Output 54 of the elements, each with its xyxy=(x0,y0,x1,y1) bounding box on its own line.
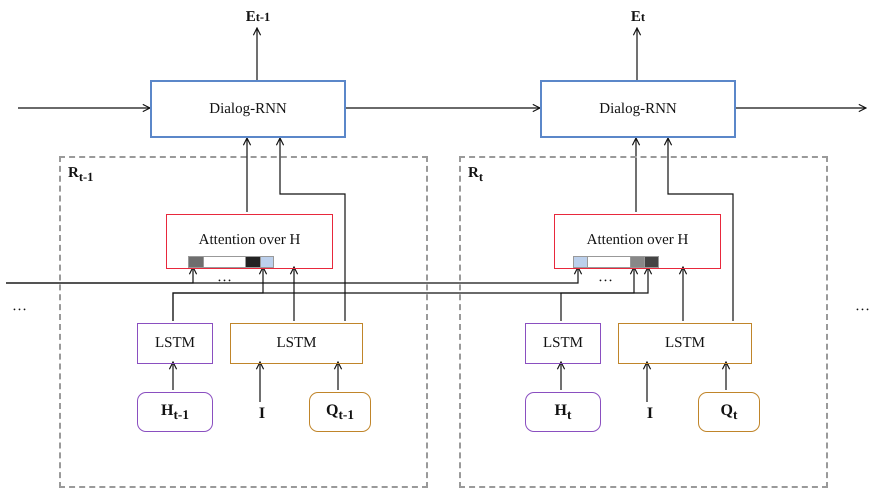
arrow xyxy=(172,266,652,321)
lstm-box xyxy=(525,323,601,364)
box-label: Dialog-RNN xyxy=(209,100,287,118)
lstm-box xyxy=(137,323,213,364)
input-label: Q$_{t-1}$ xyxy=(326,402,354,422)
input-box xyxy=(698,392,760,432)
arrow xyxy=(346,104,541,112)
arrow xyxy=(290,266,298,321)
arrow xyxy=(168,361,178,390)
arrow xyxy=(560,266,638,321)
group-label: R$_{t}$ xyxy=(468,165,484,185)
arrow xyxy=(632,137,640,212)
arrow xyxy=(722,361,730,390)
input-label: H$_{t}$ xyxy=(554,402,572,422)
arrow xyxy=(678,266,688,321)
box-label: Dialog-RNN xyxy=(599,100,677,118)
input-label: I xyxy=(252,404,272,424)
arrow xyxy=(642,361,652,402)
arrow xyxy=(18,104,151,112)
dialog-rnn-box xyxy=(150,80,346,138)
box-label: Attention over H xyxy=(586,232,688,248)
box-label: LSTM xyxy=(542,335,583,352)
arrow xyxy=(256,361,264,402)
arrow xyxy=(556,361,566,390)
ellipsis-label: … xyxy=(855,299,870,314)
attention-box xyxy=(554,214,721,269)
dialog-rnn-box xyxy=(540,80,736,138)
lstm-box xyxy=(230,323,363,364)
arrow xyxy=(664,137,734,321)
box-label: Attention over H xyxy=(198,232,300,248)
arrow xyxy=(276,137,346,321)
arrow xyxy=(334,361,342,390)
input-label: Q$_{t}$ xyxy=(720,402,738,422)
input-box xyxy=(525,392,601,432)
dashed-group-box xyxy=(59,156,428,488)
box-label: LSTM xyxy=(154,335,195,352)
input-box xyxy=(137,392,213,432)
box-label: LSTM xyxy=(664,335,705,352)
group-label: R$_{t-1}$ xyxy=(68,165,94,185)
arrow xyxy=(6,266,582,284)
lstm-box xyxy=(618,323,752,364)
arrow xyxy=(252,27,262,80)
arrow xyxy=(632,27,642,80)
arrow xyxy=(736,104,867,112)
input-label: I xyxy=(640,404,660,424)
dashed-group-box xyxy=(459,156,828,488)
ellipsis-label: … xyxy=(12,299,27,314)
arrow xyxy=(242,137,252,212)
attention-box xyxy=(166,214,333,269)
input-box xyxy=(309,392,371,432)
ellipsis-label: … xyxy=(598,270,613,285)
input-label: H$_{t-1}$ xyxy=(161,402,189,422)
ellipsis-label: … xyxy=(217,270,232,285)
box-label: LSTM xyxy=(276,335,316,352)
